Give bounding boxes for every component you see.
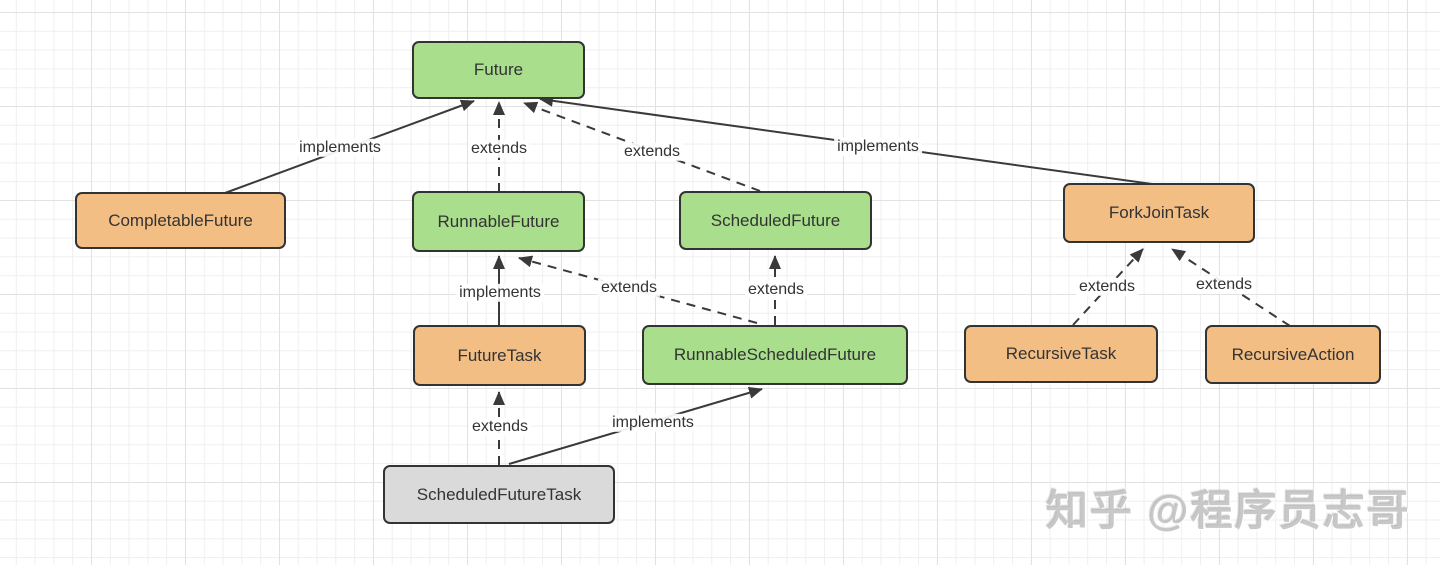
node-scheduled-future-task: ScheduledFutureTask xyxy=(383,465,615,524)
watermark-zhihu: 知乎 @程序员志哥 xyxy=(1046,487,1411,534)
edge-label-extends: extends xyxy=(468,417,532,437)
edge-label-extends: extends xyxy=(597,278,661,298)
edge-label-implements: implements xyxy=(834,137,922,157)
edge-label-implements: implements xyxy=(609,413,697,433)
node-scheduled-future: ScheduledFuture xyxy=(679,191,872,250)
edge-label-implements: implements xyxy=(456,283,544,303)
edge-scheduledfuture-extends-future xyxy=(523,101,761,192)
edge-label-implements: implements xyxy=(296,138,384,158)
edge-label-extends: extends xyxy=(467,139,531,159)
edge-label-extends: extends xyxy=(744,280,808,300)
edge-label-extends: extends xyxy=(1075,277,1139,297)
edge-label-extends: extends xyxy=(620,142,684,162)
node-future-task: FutureTask xyxy=(413,325,586,386)
node-future: Future xyxy=(412,41,585,99)
node-runnable-future: RunnableFuture xyxy=(412,191,585,252)
edge-label-extends: extends xyxy=(1192,275,1256,295)
node-completable-future: CompletableFuture xyxy=(75,192,286,249)
node-runnable-scheduled-future: RunnableScheduledFuture xyxy=(642,325,908,385)
node-fork-join-task: ForkJoinTask xyxy=(1063,183,1255,243)
node-recursive-task: RecursiveTask xyxy=(964,325,1158,383)
node-recursive-action: RecursiveAction xyxy=(1205,325,1381,384)
